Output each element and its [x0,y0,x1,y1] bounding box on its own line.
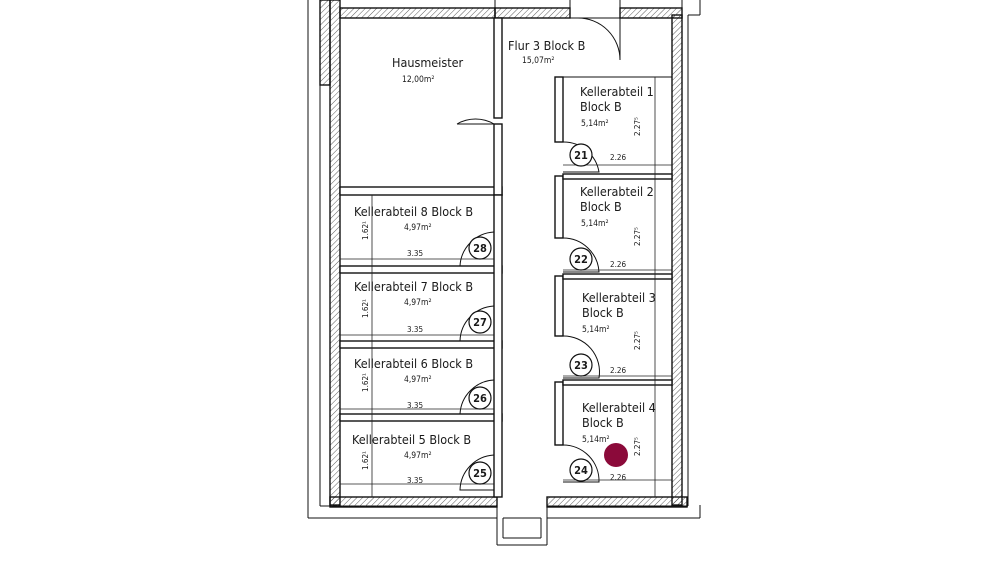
door-circle-26 [468,386,492,410]
right-partitions [554,76,673,446]
dim-width-k6: 3.35 [407,401,423,410]
room-name-k2-line2: Block B [580,199,622,214]
dim-width-k2: 2.26 [610,260,626,269]
door-circle-24 [569,458,593,482]
room-name-k3-line2: Block B [582,305,624,320]
corridor-top-door [570,17,621,61]
outer-walls [307,0,701,546]
door-circle-25 [468,461,492,485]
door-number-25: 25 [473,467,487,480]
room-name-k2-line1: Kellerabteil 2 [580,184,654,199]
location-marker[interactable] [604,443,628,467]
room-area-k4: 5,14m² [582,435,610,445]
room-name-hausmeister: Hausmeister [392,55,464,70]
left-partitions [339,194,503,498]
dim-height-k2: 2.27⁵ [633,227,642,246]
dim-height-k6: 1.62¹ [361,373,370,392]
door-number-23: 23 [574,359,588,372]
dim-height-k1: 2.27⁵ [633,117,642,136]
room-area-k6: 4,97m² [404,375,432,385]
hausmeister-walls [339,17,503,196]
room-area-k8: 4,97m² [404,223,432,233]
room-name-k5: Kellerabteil 5 Block B [352,432,471,447]
door-number-21: 21 [574,149,588,162]
room-name-k1-line2: Block B [580,99,622,114]
dim-height-k3: 2.27⁵ [633,331,642,350]
dim-width-k7: 3.35 [407,325,423,334]
dim-height-k7: 1.62¹ [361,299,370,318]
room-labels: Hausmeister 12,00m² Flur 3 Block B 15,07… [352,38,656,485]
room-area-k3: 5,14m² [582,325,610,335]
room-name-k8: Kellerabteil 8 Block B [354,204,473,219]
room-area-flur: 15,07m² [522,56,554,66]
room-area-hausmeister: 12,00m² [402,75,434,85]
dim-width-k1: 2.26 [610,153,626,162]
door-circle-27 [468,310,492,334]
door-number-24: 24 [574,464,588,477]
room-name-k3-line1: Kellerabteil 3 [582,290,656,305]
door-circle-21 [569,143,593,167]
dim-width-k8: 3.35 [407,249,423,258]
dim-width-k5: 3.35 [407,476,423,485]
room-name-k4-line1: Kellerabteil 4 [582,400,656,415]
dim-height-k5: 1.62¹ [361,451,370,470]
dim-width-k4: 2.26 [610,473,626,482]
room-name-flur: Flur 3 Block B [508,38,585,53]
room-area-k5: 4,97m² [404,451,432,461]
door-numbers: 21 22 23 24 28 27 26 25 [468,143,593,485]
door-number-26: 26 [473,392,487,405]
door-circle-23 [569,353,593,377]
room-name-k4-line2: Block B [582,415,624,430]
room-area-k1: 5,14m² [581,119,609,129]
room-area-k2: 5,14m² [581,219,609,229]
room-name-k6: Kellerabteil 6 Block B [354,356,473,371]
door-circle-22 [569,247,593,271]
door-number-22: 22 [574,253,588,266]
door-number-27: 27 [473,316,487,329]
door-circle-28 [468,236,492,260]
room-area-k7: 4,97m² [404,298,432,308]
dim-height-k4: 2.27⁵ [633,437,642,456]
dim-height-k8: 1.62¹ [361,221,370,240]
dim-width-k3: 2.26 [610,366,626,375]
room-name-k1-line1: Kellerabteil 1 [580,84,654,99]
door-number-28: 28 [473,242,487,255]
room-name-k7: Kellerabteil 7 Block B [354,279,473,294]
